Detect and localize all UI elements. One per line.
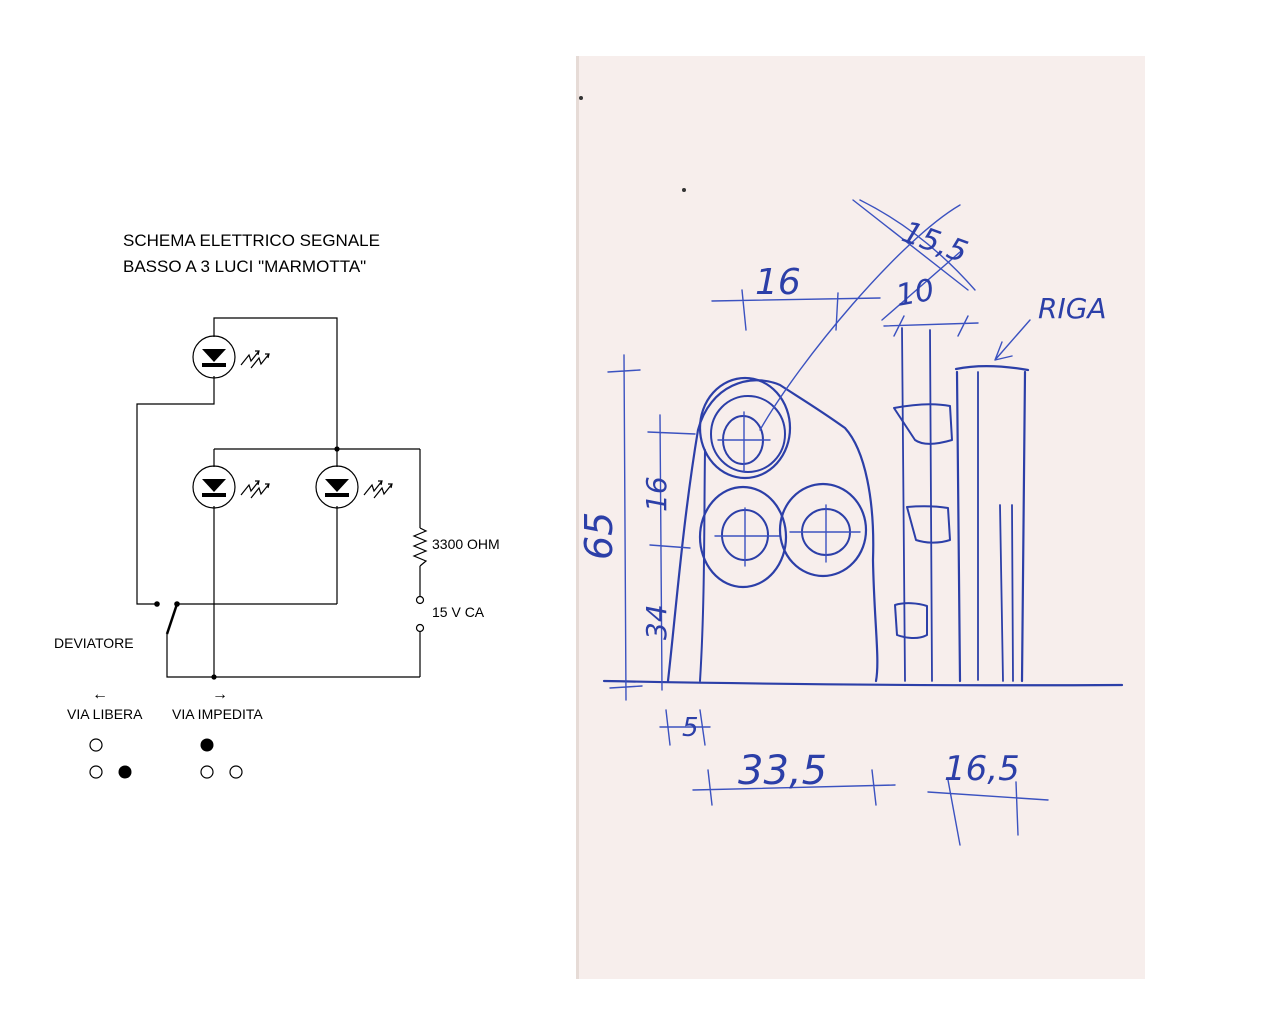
arrow-right: → bbox=[212, 686, 228, 703]
arrow-left: ← bbox=[92, 686, 108, 703]
dimension-lines bbox=[607, 199, 1049, 846]
aspect-via-impedita bbox=[200, 738, 243, 779]
paper-sheet bbox=[576, 56, 1145, 979]
lamp-top bbox=[698, 376, 792, 480]
resistor-label: 3300 OHM bbox=[432, 536, 500, 552]
dim-top-left: 16 bbox=[755, 262, 801, 303]
led-symbol-right bbox=[315, 465, 393, 509]
supply-label: 15 V CA bbox=[432, 604, 485, 620]
side-view bbox=[893, 327, 1030, 683]
circuit-wires bbox=[136, 317, 421, 678]
supply-terminal-bottom bbox=[415, 623, 425, 633]
resistor-symbol bbox=[412, 527, 428, 567]
dim-base-offset: 5 bbox=[682, 713, 699, 743]
dim-upper: 16 bbox=[640, 476, 673, 512]
ground-line bbox=[602, 679, 1124, 687]
switch-label: DEVIATORE bbox=[54, 635, 134, 651]
dim-base-width: 33,5 bbox=[738, 748, 827, 794]
lamp-bottom-left bbox=[698, 485, 788, 589]
led-symbol-left bbox=[192, 465, 270, 509]
led-symbol-top bbox=[192, 335, 270, 379]
dim-lower: 34 bbox=[640, 604, 673, 640]
switch-symbol bbox=[154, 601, 180, 635]
label-riga: RIGA bbox=[1038, 292, 1107, 325]
via-libera-label: VIA LIBERA bbox=[67, 706, 143, 722]
junction-dot-top bbox=[334, 446, 340, 452]
dim-height-total: 65 bbox=[577, 512, 621, 560]
paper-speck bbox=[579, 96, 583, 100]
schematic-title-line1: SCHEMA ELETTRICO SEGNALE bbox=[123, 231, 380, 250]
dim-top-right: 10 bbox=[893, 273, 937, 314]
aspect-via-libera bbox=[89, 738, 132, 779]
schematic: SCHEMA ELETTRICO SEGNALE BASSO A 3 LUCI … bbox=[54, 231, 500, 779]
junction-dot-bottom bbox=[211, 674, 217, 680]
supply-terminal-top bbox=[415, 595, 425, 605]
sketch-photo: 16 15,5 10 RIGA 65 16 34 5 33,5 16,5 bbox=[576, 56, 1145, 979]
lamp-bottom-right bbox=[778, 482, 868, 578]
via-impedita-label: VIA IMPEDITA bbox=[172, 706, 263, 722]
schematic-title-line2: BASSO A 3 LUCI "MARMOTTA" bbox=[123, 257, 366, 276]
dim-side-width: 16,5 bbox=[944, 749, 1020, 789]
signal-head-outline bbox=[666, 379, 879, 683]
